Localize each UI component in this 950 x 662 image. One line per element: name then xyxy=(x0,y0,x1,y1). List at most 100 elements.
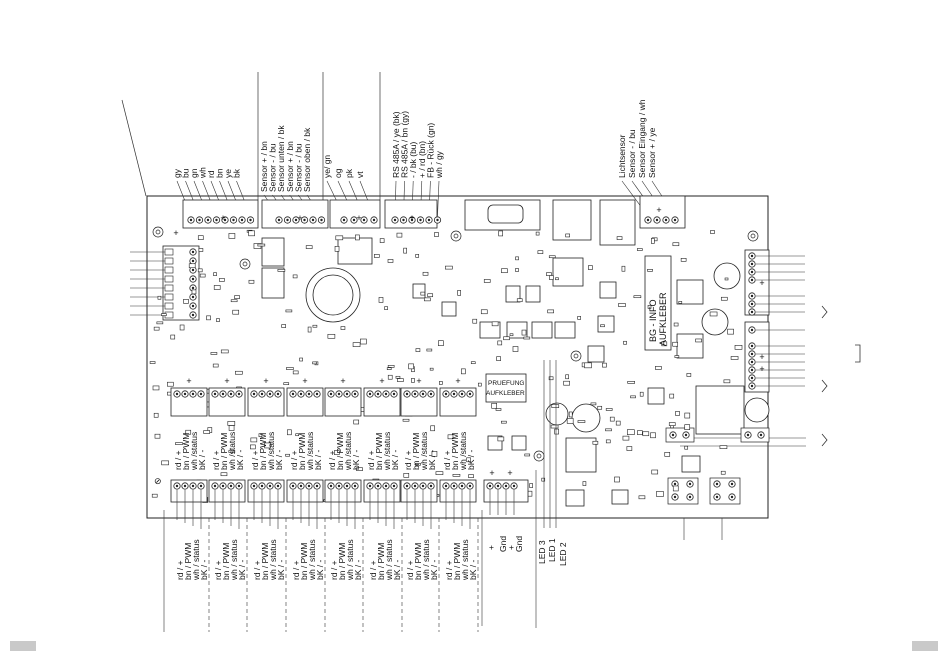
top-label: Sensor unten / bk xyxy=(276,125,286,192)
bottom-label: bK / - xyxy=(276,560,286,580)
smd-part xyxy=(550,424,559,429)
right-pin xyxy=(748,292,756,300)
top-plus-sign: + xyxy=(220,213,225,223)
mid-label: bK / - xyxy=(313,450,323,470)
right-pin xyxy=(748,358,756,366)
mid-label: bn / PWM xyxy=(374,433,384,470)
right-pin xyxy=(748,382,756,390)
mid-pin xyxy=(403,390,411,398)
mid-pin xyxy=(250,390,258,398)
right-pin xyxy=(748,260,756,268)
smd-part xyxy=(627,381,635,384)
test-sticker-line-1: PRUEFUNG xyxy=(488,380,524,387)
bottom-label: rd / + xyxy=(329,560,339,580)
mid-pin xyxy=(274,390,282,398)
top-pin xyxy=(195,216,204,224)
mid-plus-sign: + xyxy=(416,376,421,386)
smd-part xyxy=(669,393,675,399)
mid-pin xyxy=(374,390,382,398)
smd-part xyxy=(498,230,503,237)
mid-pin xyxy=(219,390,227,398)
smd-part xyxy=(387,374,393,380)
mid-label: wh /status xyxy=(189,432,199,471)
smd-part xyxy=(228,450,236,453)
smd-part xyxy=(423,297,431,302)
smd-part xyxy=(335,235,344,241)
smd-part xyxy=(605,439,611,444)
header-pin xyxy=(728,480,736,488)
mid-plus-sign: + xyxy=(263,376,268,386)
top-label: gn xyxy=(189,168,199,178)
smd-part xyxy=(590,402,597,406)
corner-marks: ⊘ xyxy=(154,476,162,486)
bottom-pin xyxy=(419,482,427,490)
page-tab-right xyxy=(912,641,938,651)
mid-label: rd / + xyxy=(366,450,376,470)
smd-part xyxy=(286,367,294,370)
header-pin xyxy=(728,493,736,501)
smd-part xyxy=(647,269,653,272)
smd-part xyxy=(285,309,293,313)
smd-part xyxy=(426,348,433,352)
bottom-pin xyxy=(250,482,258,490)
mid-pin xyxy=(411,390,419,398)
mid-label: wh /status xyxy=(343,432,353,471)
smd-part xyxy=(477,382,482,387)
smd-part xyxy=(228,233,236,239)
smd-part xyxy=(695,338,702,343)
top-label: wh / gy xyxy=(434,150,444,179)
power-pin xyxy=(486,482,494,490)
bottom-pin xyxy=(274,482,282,490)
header-pin xyxy=(686,493,694,501)
right-pin xyxy=(748,308,756,316)
power-pin xyxy=(510,482,518,490)
smd-part xyxy=(675,411,680,416)
top-plus-sign: + xyxy=(297,213,302,223)
mid-pin xyxy=(327,390,335,398)
smd-part xyxy=(678,301,683,304)
smd-part xyxy=(723,379,731,384)
mid-label: rd / + xyxy=(289,450,299,470)
smd-part xyxy=(684,445,689,450)
smd-part xyxy=(420,291,426,296)
bottom-pin xyxy=(450,482,458,490)
top-pin xyxy=(340,216,348,224)
mid-pin xyxy=(211,390,219,398)
right-connector-pins: +++ xyxy=(680,252,806,447)
mid-label: wh /status xyxy=(266,432,276,471)
power-label: Gnd xyxy=(498,536,508,552)
smd-part xyxy=(170,334,176,340)
top-pin xyxy=(370,216,378,224)
smd-part xyxy=(524,453,531,457)
smd-part xyxy=(503,336,510,341)
right-plus-sign: + xyxy=(759,278,764,288)
top-label: Sensor Eingang / wh xyxy=(637,99,647,178)
smd-part xyxy=(439,381,443,385)
mid-pin xyxy=(427,390,435,398)
smd-part xyxy=(340,326,346,330)
bottom-pin xyxy=(313,482,321,490)
smd-part xyxy=(287,429,292,436)
smd-part xyxy=(403,473,410,478)
smd-part xyxy=(668,422,676,426)
top-pin xyxy=(399,216,408,224)
bottom-pin xyxy=(382,482,390,490)
mid-plus-sign: + xyxy=(379,376,384,386)
left-pin xyxy=(189,257,197,265)
left-pad xyxy=(164,302,174,310)
right-pin xyxy=(748,252,756,260)
top-label: rd xyxy=(206,170,216,178)
smd-part xyxy=(307,326,312,333)
mid-label: wh /status xyxy=(382,432,392,471)
smd-part xyxy=(466,457,471,463)
smd-part xyxy=(548,255,556,259)
smd-part xyxy=(435,471,444,475)
smd-part xyxy=(360,338,367,345)
smd-part xyxy=(626,446,633,451)
smd-part xyxy=(154,433,161,439)
mid-connector xyxy=(324,387,362,417)
smd-part xyxy=(452,474,461,477)
smd-part xyxy=(597,405,603,410)
bottom-pin xyxy=(343,482,351,490)
smd-part xyxy=(353,419,360,425)
